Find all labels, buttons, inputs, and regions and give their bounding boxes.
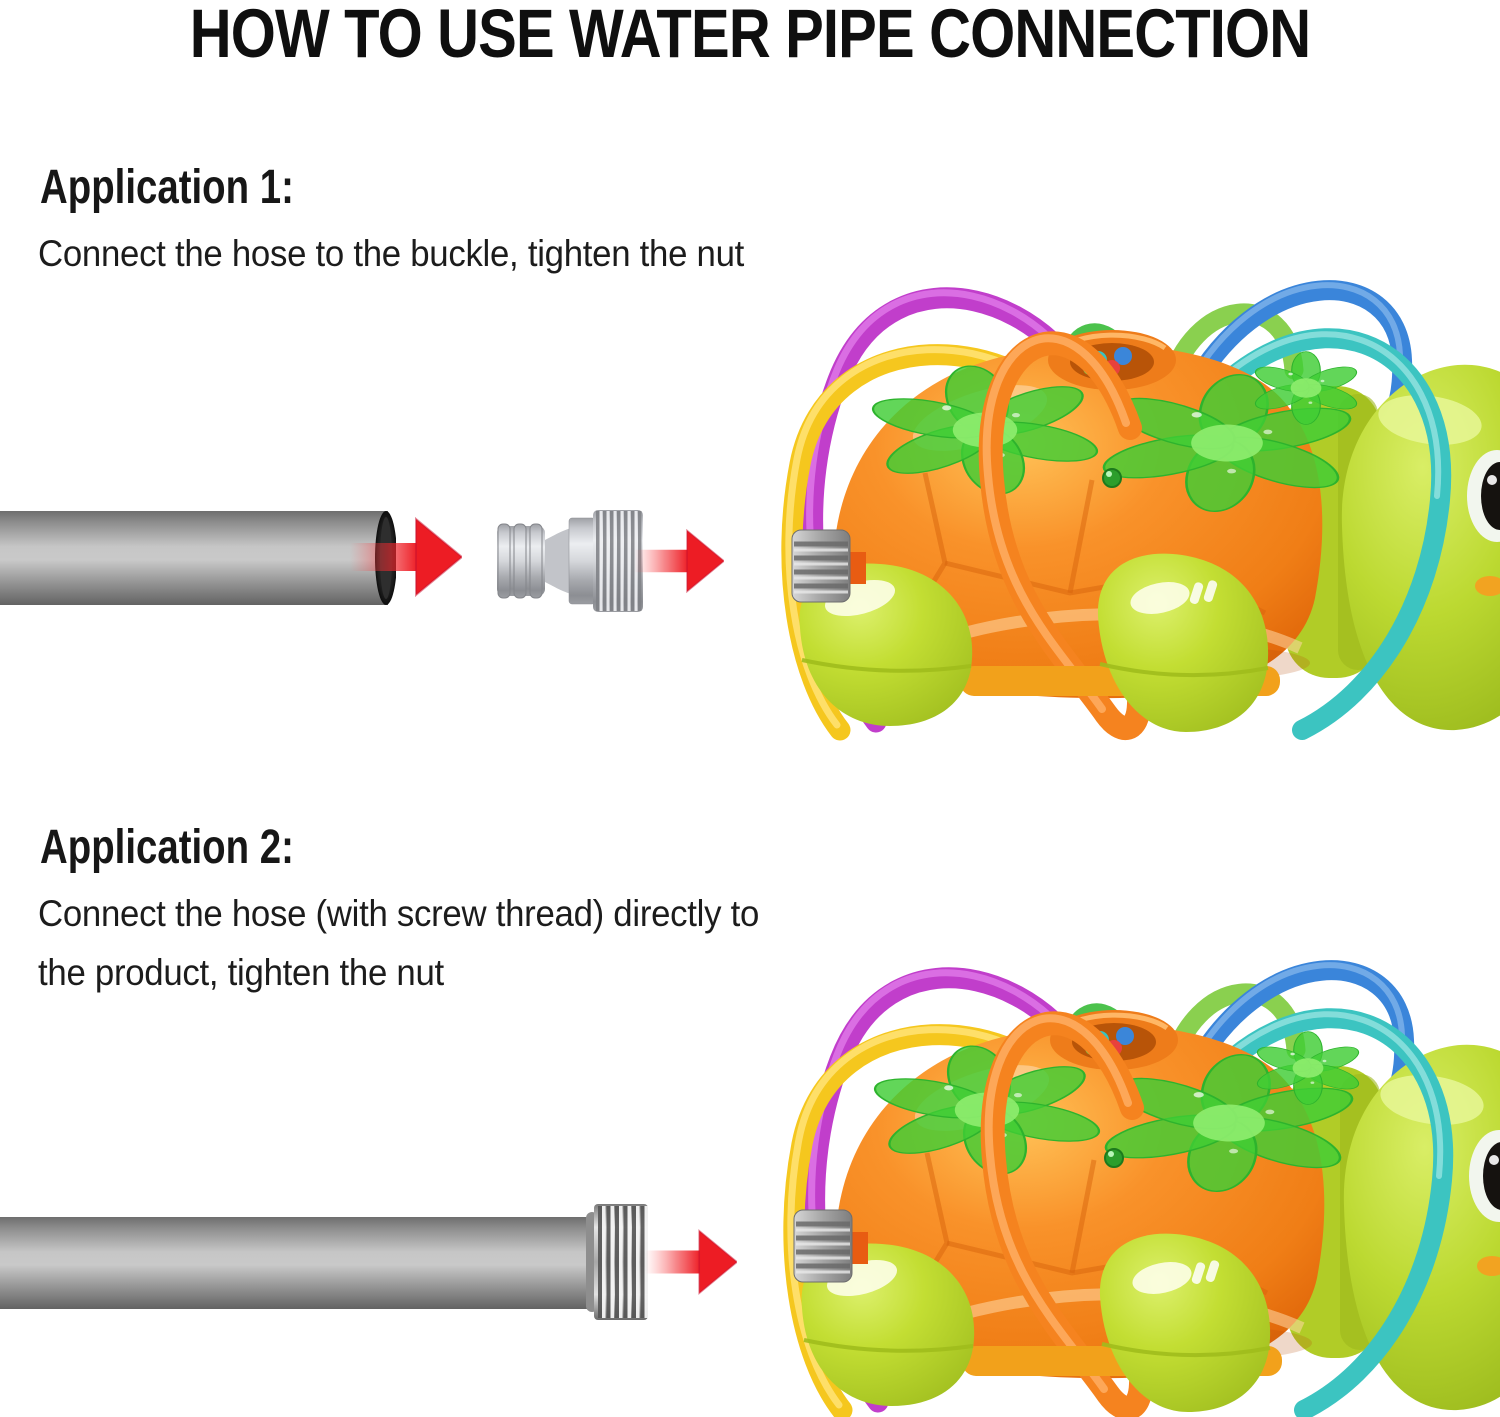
red-arrow-icon <box>634 521 724 601</box>
quick-connect-adapter-illustration <box>497 510 643 612</box>
red-arrow-icon <box>350 517 462 597</box>
application-2-instruction-line-1: Connect the hose (with screw thread) dir… <box>38 893 760 934</box>
application-2-instruction-line-2: the product, tighten the nut <box>38 952 444 993</box>
application-1-instruction: Connect the hose to the buckle, tighten … <box>38 233 745 274</box>
turtle-sprinkler-toy-illustration <box>740 268 1500 748</box>
application-1-heading: Application 1: <box>40 161 294 214</box>
application-2-heading: Application 2: <box>40 821 294 874</box>
garden-hose-pipe-illustration <box>0 1217 592 1309</box>
red-arrow-icon <box>645 1222 737 1302</box>
turtle-sprinkler-toy-illustration <box>742 948 1500 1417</box>
threaded-hose-end-illustration <box>586 1204 648 1320</box>
page-title-text: HOW TO USE WATER PIPE CONNECTION <box>189 0 1311 72</box>
garden-hose-pipe-illustration <box>0 511 396 605</box>
page-title: HOW TO USE WATER PIPE CONNECTION <box>0 0 1500 73</box>
